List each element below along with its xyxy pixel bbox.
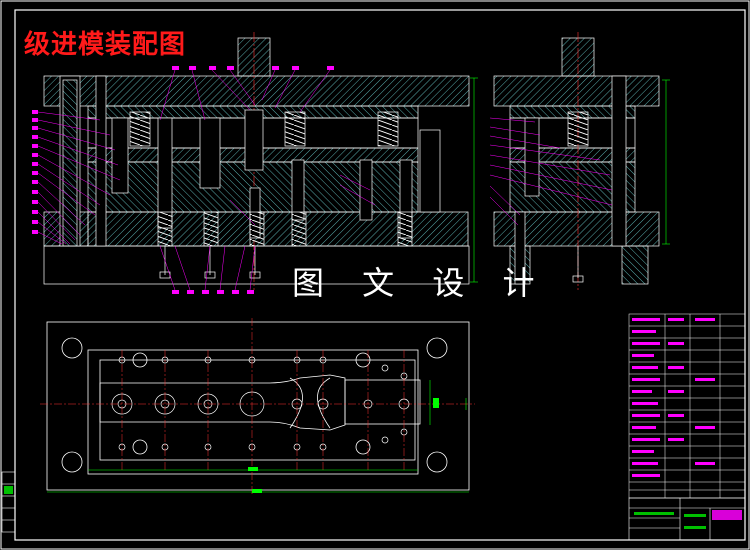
side-leaders	[489, 117, 613, 226]
plan-dimensions	[47, 380, 469, 493]
plan-view	[46, 321, 470, 491]
drawing-title: 级进模装配图	[24, 30, 187, 60]
parts-list	[628, 313, 746, 499]
title-block	[628, 497, 746, 541]
front-section-view	[43, 32, 470, 290]
margin-stamp	[1, 471, 16, 533]
parts-list-marks	[632, 318, 715, 477]
plan-centerlines	[40, 318, 475, 496]
side-dimension	[662, 79, 670, 245]
front-leaders	[37, 69, 376, 291]
watermark-text: 图 文 设 计	[292, 264, 549, 302]
side-section-view	[493, 32, 660, 290]
plan-holes	[111, 356, 410, 451]
front-dimension	[470, 77, 478, 283]
front-callout-dots	[32, 66, 334, 294]
